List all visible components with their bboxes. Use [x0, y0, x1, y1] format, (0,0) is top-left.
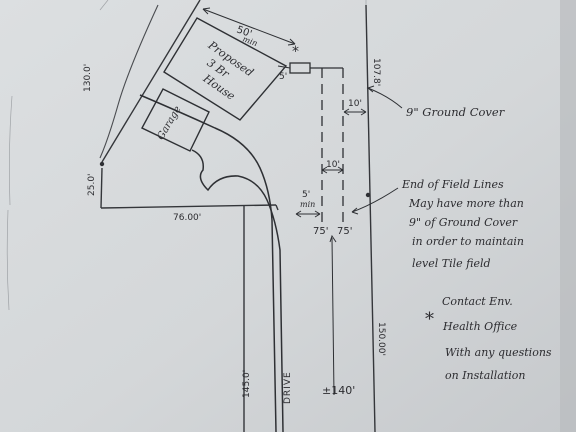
contact-line-4: on Installation: [445, 369, 526, 382]
strip-width-mid-value: 10': [326, 160, 340, 170]
field-length-right: 75': [337, 226, 352, 237]
left-lower-dim: 25.0': [87, 173, 97, 196]
tank-asterisk: *: [292, 44, 299, 60]
drive-label: DRIVE: [283, 371, 293, 404]
garage-outline: [141, 88, 210, 152]
boundary-marker-left: [99, 161, 105, 167]
total-length: ±140': [322, 384, 355, 397]
lot-curve-line: [99, 4, 159, 159]
drive-offset-dimension: [295, 210, 321, 218]
field-lines-leader: [351, 187, 399, 215]
house-outline: [163, 17, 288, 121]
strip-width-dimension-top: [343, 108, 367, 116]
scan-artifacts: [6, 0, 367, 311]
driveway: [139, 94, 284, 432]
field-lines-line-4: in order to maintain: [412, 235, 524, 248]
field-length-left: 75': [313, 226, 328, 237]
left-upper-dim: 130.0': [83, 64, 93, 92]
contact-line-1: Contact Env.: [442, 295, 513, 308]
field-lines-line-1: End of Field Lines: [401, 178, 504, 191]
ground-cover-text: 9" Ground Cover: [406, 105, 506, 119]
tank-connector: [277, 65, 291, 69]
property-lines: [100, 0, 376, 432]
top-setback-dimension: [202, 7, 296, 46]
top-setback-value: 50': [235, 24, 253, 40]
right-paper-edge: [560, 0, 576, 432]
drive-offset-value: 5': [302, 190, 310, 200]
strip-width-dimension-mid: [321, 166, 344, 174]
bottom-left-dim: 145.0': [242, 370, 252, 398]
field-lines-line-2: May have more than: [408, 197, 524, 210]
mid-width-dim: 76.00': [173, 213, 201, 223]
drain-field: [310, 67, 344, 396]
right-upper-dim: 107.8': [371, 58, 381, 86]
boundary-marker-right: [365, 192, 371, 198]
field-lines-line-3: 9" of Ground Cover: [409, 216, 518, 229]
contact-asterisk: *: [425, 309, 434, 330]
field-lines-line-5: level Tile field: [412, 257, 491, 270]
contact-line-3: With any questions: [445, 346, 552, 359]
ground-cover-leader: [366, 85, 403, 109]
strip-width-top-value: 10': [348, 99, 362, 109]
ground-cover-note: 9" Ground Cover: [366, 85, 506, 119]
drive-offset-min: min: [300, 200, 315, 209]
field-lines-note: End of Field Lines May have more than 9"…: [351, 178, 524, 270]
house-corner-dim: 5': [279, 72, 287, 82]
right-lower-dim: 150.00': [376, 322, 386, 356]
contact-note: * Contact Env. Health Office With any qu…: [425, 295, 552, 382]
contact-line-2: Health Office: [442, 320, 518, 333]
